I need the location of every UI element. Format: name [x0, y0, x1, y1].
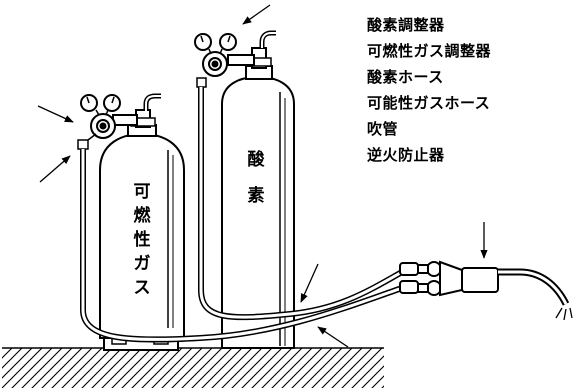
legend-fuel-gas-hose: 可能性ガスホース: [367, 94, 491, 112]
fuel-label-char: 性: [133, 230, 151, 250]
fuel-label-char: 可: [133, 182, 151, 202]
hoses: [80, 87, 404, 343]
fuel-gas-regulator: [77, 93, 161, 150]
arrow-oxygen-regulator: [242, 4, 271, 25]
fuel-label-char: 燃: [133, 206, 151, 226]
fuel-label-char: ス: [133, 278, 151, 298]
oxygen-cylinder-label: 酸 素: [242, 148, 270, 208]
oxygen-cylinder: [221, 65, 295, 349]
legend-oxygen-regulator: 酸素調整器: [367, 16, 445, 34]
oxygen-label-char: 素: [247, 186, 265, 206]
oxygen-regulator: [194, 30, 276, 88]
arrow-fuel-regulator: [37, 105, 74, 123]
ground: [2, 347, 384, 388]
fuel-gas-cylinder-label: 可 燃 性 ガ ス: [128, 180, 156, 300]
torch: [399, 260, 573, 321]
indicator-arrows: [37, 4, 488, 348]
legend-oxygen-hose: 酸素ホース: [367, 68, 444, 86]
oxygen-label-char: 酸: [247, 150, 265, 170]
arrow-check-valve: [39, 155, 71, 183]
arrow-fuel-hose: [317, 326, 349, 348]
legend-flashback-arrestor: 逆火防止器: [367, 146, 445, 164]
arrow-oxygen-hose: [300, 263, 319, 303]
component-legend: 酸素調整器 可燃性ガス調整器 酸素ホース 可能性ガスホース 吹管 逆火防止器: [367, 12, 491, 168]
legend-fuel-gas-regulator: 可燃性ガス調整器: [367, 42, 492, 60]
fuel-label-char: ガ: [133, 254, 151, 274]
legend-torch: 吹管: [367, 120, 399, 138]
